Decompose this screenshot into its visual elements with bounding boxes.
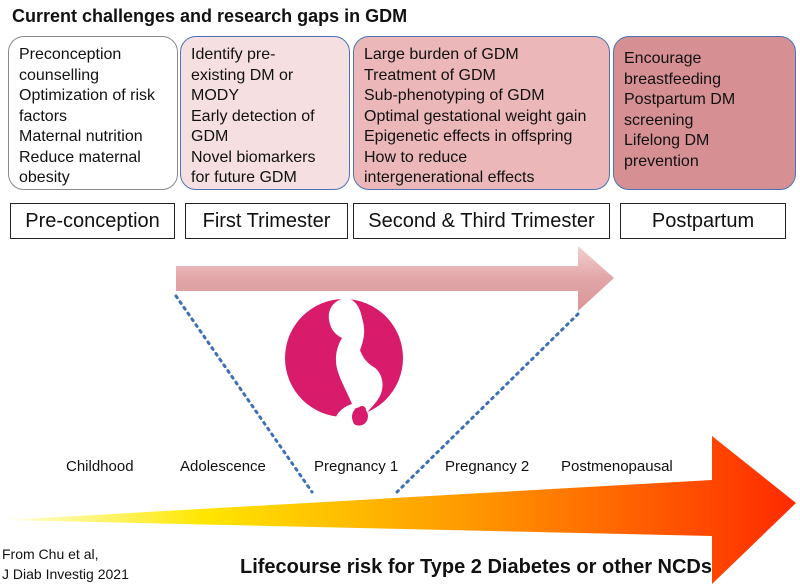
box-line: Large burden of GDM: [364, 46, 519, 63]
pregnant-woman-icon: [285, 298, 403, 437]
stage-preconception: Pre-conception: [10, 203, 175, 239]
box-line: Identify pre-: [191, 46, 276, 63]
box-line: Lifelong DM: [624, 132, 710, 149]
lifecourse-adolescence: Adolescence: [180, 458, 266, 475]
box-line: Novel biomarkers: [191, 148, 316, 166]
stage-first-trimester: First Trimester: [185, 203, 348, 239]
box-line: Postpartum DM: [624, 91, 736, 108]
box-line: Sub-phenotyping of GDM: [364, 87, 545, 104]
postpartum-gaps-box: Encourage breastfeeding Postpartum DM sc…: [613, 36, 796, 190]
lifecourse-pregnancy-2: Pregnancy 2: [445, 458, 530, 475]
lifecourse-pregnancy-1: Pregnancy 1: [314, 458, 399, 475]
lifecourse-childhood: Childhood: [66, 458, 134, 475]
second-third-trimester-gaps-box: Large burden of GDM Treatment of GDM Sub…: [353, 36, 610, 190]
diagram-title: Current challenges and research gaps in …: [12, 6, 408, 26]
box-line: breastfeeding: [624, 70, 721, 88]
box-line: existing DM or: [191, 66, 294, 84]
box-line: Optimal gestational weight gain: [364, 107, 587, 125]
first-trimester-gaps-box: Identify pre- existing DM or MODY Early …: [180, 36, 350, 190]
dotted-guide-right: [395, 312, 580, 494]
box-line: counselling: [19, 66, 100, 84]
box-line: Treatment of GDM: [364, 66, 496, 84]
stage-second-third-trimester: Second & Third Trimester: [353, 203, 610, 239]
lifecourse-postmenopausal: Postmenopausal: [561, 458, 673, 475]
stage-postpartum: Postpartum: [620, 203, 786, 239]
box-line: Optimization of risk: [19, 87, 156, 104]
box-line: Maternal nutrition: [19, 128, 143, 145]
box-line: obesity: [19, 169, 70, 186]
box-line: intergenerational effects: [364, 169, 535, 186]
citation: From Chu et al, J Diab Investig 2021: [2, 544, 129, 584]
box-line: How to reduce: [364, 148, 468, 166]
box-line: Early detection of: [191, 107, 315, 125]
box-line: Encourage: [624, 50, 702, 67]
box-line: Reduce maternal: [19, 148, 141, 166]
box-line: Epigenetic effects in offspring: [364, 128, 573, 145]
box-line: for future GDM: [191, 169, 297, 186]
citation-line: From Chu et al,: [2, 546, 99, 562]
lifecourse-caption: Lifecourse risk for Type 2 Diabetes or o…: [240, 556, 712, 578]
lifecourse-risk-arrow: [6, 436, 796, 584]
box-line: GDM: [191, 128, 229, 145]
box-line: MODY: [191, 87, 239, 104]
pregnancy-timeline-arrow: [176, 246, 614, 311]
box-line: factors: [19, 107, 68, 125]
box-line: prevention: [624, 152, 699, 170]
citation-line: J Diab Investig 2021: [2, 566, 129, 582]
dotted-guide-left: [174, 294, 314, 494]
preconception-gaps-box: Preconception counselling Optimization o…: [8, 36, 178, 190]
box-line: Preconception: [19, 46, 122, 63]
box-line: screening: [624, 111, 694, 129]
